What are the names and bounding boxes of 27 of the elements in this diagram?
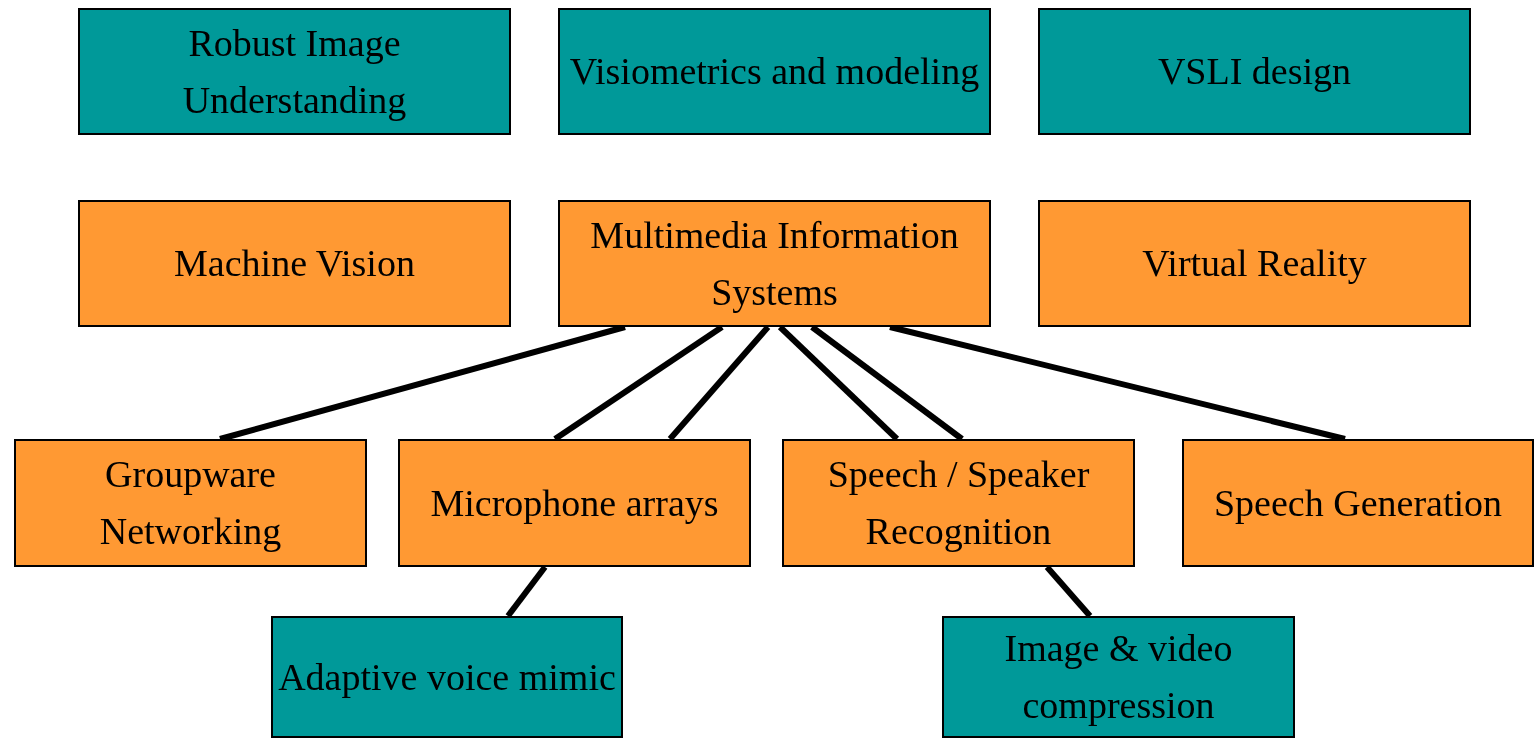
topic-label: Groupware Networking <box>98 452 283 554</box>
topic-box <box>942 616 1295 738</box>
topic-box <box>271 616 623 738</box>
topic-label: Adaptive voice mimic <box>278 654 616 700</box>
topic-label: Machine Vision <box>174 241 415 286</box>
topic-box <box>398 439 751 567</box>
topic-label: Image & video compression <box>1003 626 1234 728</box>
topic-label: Speech / Speaker Recognition <box>826 452 1091 554</box>
connector-line <box>505 565 548 618</box>
topic-label: VSLI design <box>1157 49 1352 94</box>
topic-label: Speech Generation <box>1213 480 1502 526</box>
topic-box <box>14 439 367 567</box>
topic-label: Visiometrics and modeling <box>569 49 980 94</box>
topic-box <box>1038 200 1471 327</box>
topic-label: Multimedia Information Systems <box>589 212 960 315</box>
topic-label: Virtual Reality <box>1142 241 1367 286</box>
connector-line <box>1044 565 1093 618</box>
topic-box <box>1182 439 1534 567</box>
topic-box <box>78 8 511 135</box>
topic-label: Microphone arrays <box>430 480 719 526</box>
topic-box <box>78 200 511 327</box>
topic-label: Robust Image Understanding <box>181 20 408 123</box>
topic-box <box>558 200 991 327</box>
topic-box <box>1038 8 1471 135</box>
connector-line <box>667 325 771 441</box>
topic-box <box>782 439 1135 567</box>
topic-box <box>558 8 991 135</box>
